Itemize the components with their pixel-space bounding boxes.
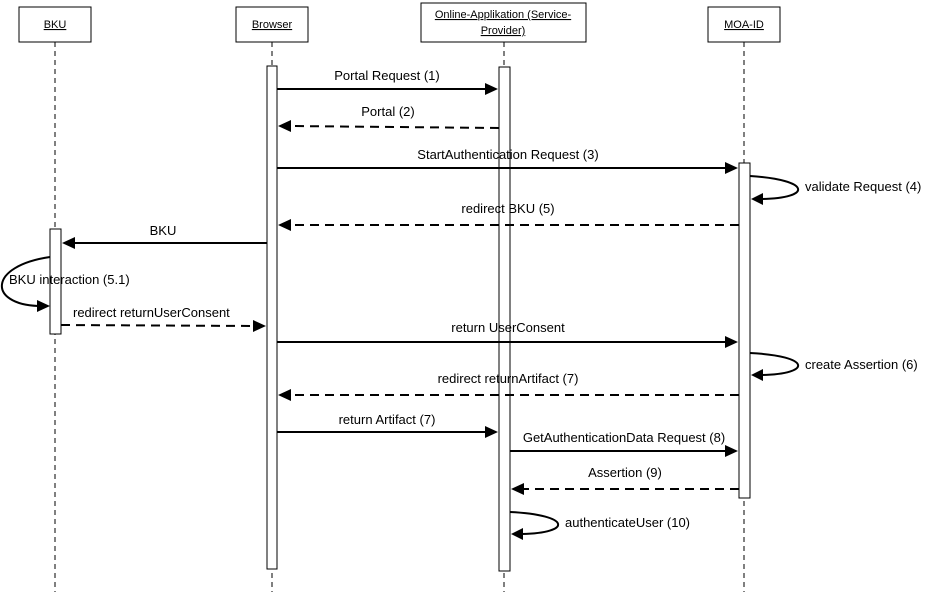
- message-label: BKU interaction (5.1): [9, 272, 130, 287]
- message-start-authentication-request: StartAuthentication Request (3): [277, 147, 738, 174]
- message-return-user-consent: return UserConsent: [277, 320, 738, 348]
- participant-bku: BKU: [18, 6, 92, 43]
- message-validate-request: validate Request (4): [749, 175, 921, 205]
- message-bku-interaction: BKU interaction (5.1): [0, 256, 130, 312]
- message-label: return Artifact (7): [339, 412, 436, 427]
- message-label: authenticateUser (10): [565, 515, 690, 530]
- activation-bar-moa-id: [738, 162, 751, 499]
- participant-label: Provider): [481, 25, 526, 37]
- message-redirect-return-artifact: redirect returnArtifact (7): [278, 371, 739, 401]
- participant-label: MOA-ID: [724, 19, 764, 31]
- message-portal-request: Portal Request (1): [277, 68, 498, 95]
- message-label: BKU: [150, 223, 177, 238]
- message-label: return UserConsent: [451, 320, 565, 335]
- activation-bar-bku: [49, 228, 62, 335]
- message-label: StartAuthentication Request (3): [417, 147, 598, 162]
- participant-label: Browser: [252, 19, 293, 31]
- message-create-assertion: create Assertion (6): [749, 352, 918, 381]
- participant-label: Online-Applikation (Service-: [435, 9, 572, 21]
- message-label: Portal (2): [361, 104, 414, 119]
- participant-moa-id: MOA-ID: [707, 6, 781, 43]
- message-label: redirect BKU (5): [461, 201, 554, 216]
- message-get-authentication-data-request: GetAuthenticationData Request (8): [510, 430, 738, 457]
- message-return-artifact: return Artifact (7): [277, 412, 498, 438]
- activation-bar-browser: [266, 65, 278, 570]
- message-label: create Assertion (6): [805, 357, 918, 372]
- message-label: Assertion (9): [588, 465, 662, 480]
- activation-bar-service-provider: [498, 66, 511, 572]
- participant-service-provider: Online-Applikation (Service- Provider): [420, 2, 587, 43]
- message-portal: Portal (2): [278, 104, 500, 132]
- message-redirect-return-user-consent: redirect returnUserConsent: [60, 305, 266, 332]
- message-label: Portal Request (1): [334, 68, 440, 83]
- message-label: redirect returnUserConsent: [73, 305, 230, 320]
- participant-label: BKU: [44, 19, 67, 31]
- message-label: GetAuthenticationData Request (8): [523, 430, 725, 445]
- message-label: redirect returnArtifact (7): [438, 371, 579, 386]
- message-assertion: Assertion (9): [511, 465, 739, 495]
- message-bku: BKU: [62, 223, 267, 249]
- participant-browser: Browser: [235, 6, 309, 43]
- message-authenticate-user: authenticateUser (10): [509, 511, 690, 540]
- message-redirect-bku: redirect BKU (5): [278, 201, 739, 231]
- message-label: validate Request (4): [805, 179, 921, 194]
